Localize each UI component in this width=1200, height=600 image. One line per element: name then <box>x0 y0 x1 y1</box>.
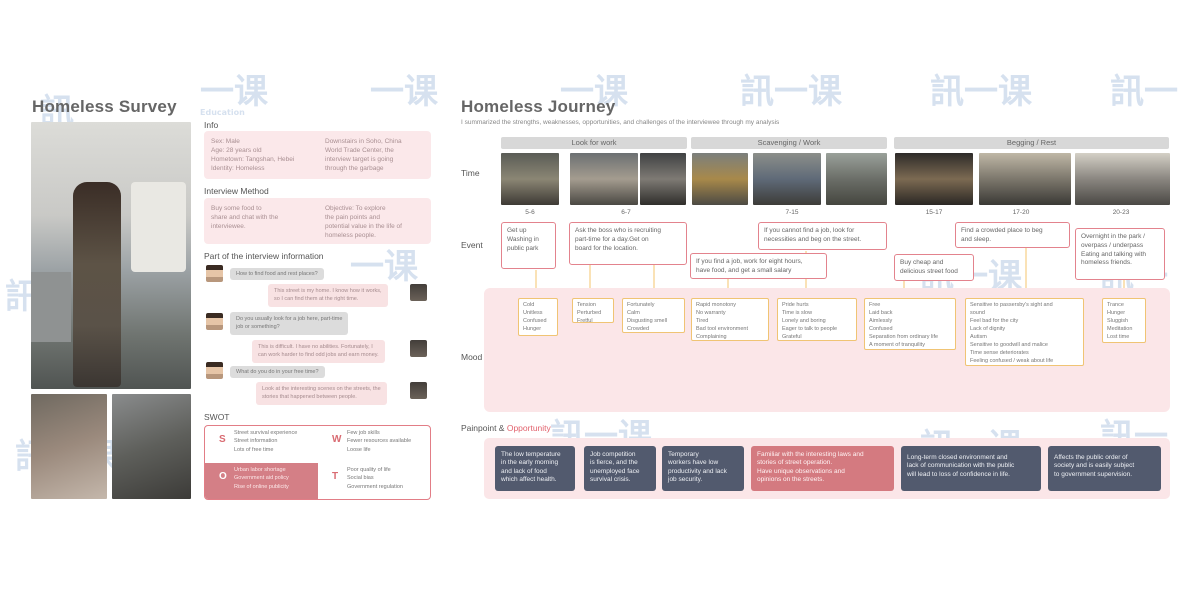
time-photo <box>692 153 748 205</box>
time-photo <box>895 153 973 205</box>
street-sleeping-photo <box>31 394 107 499</box>
journey-subtitle: I summarized the strengths, weaknesses, … <box>461 119 780 126</box>
time-photo <box>501 153 559 205</box>
painpoint-label: Painpoint & <box>461 423 507 433</box>
row-label-time: Time <box>461 168 480 178</box>
interviewer-avatar <box>206 265 223 282</box>
event-card: If you find a job, work for eight hours,… <box>690 253 827 279</box>
swot-label: SWOT <box>204 412 230 422</box>
time-photo <box>979 153 1071 205</box>
time-label: 15-17 <box>925 209 943 216</box>
answer-bubble: Look at the interesting scenes on the st… <box>256 382 387 405</box>
time-photo <box>570 153 638 205</box>
interviewee-avatar <box>410 284 427 301</box>
opportunity-label: Opportunity <box>506 423 551 433</box>
time-label: 17-20 <box>1012 209 1030 216</box>
stage-begging-rest: Begging / Rest <box>894 137 1169 149</box>
time-photo <box>826 153 887 205</box>
time-photo <box>753 153 821 205</box>
question-bubble: Do you usually look for a job here, part… <box>230 312 349 335</box>
question-bubble: How to find food and rest places? <box>230 268 324 280</box>
time-label: 6-7 <box>621 209 631 216</box>
interviewer-avatar <box>206 362 223 379</box>
time-photo <box>640 153 686 205</box>
answer-bubble: This street is my home. I know how it wo… <box>268 284 388 307</box>
interviewee-avatar <box>410 382 427 399</box>
scavenging-photo <box>112 394 191 499</box>
time-label: 20-23 <box>1112 209 1130 216</box>
row-label-mood: Mood <box>461 352 483 362</box>
interviewee-avatar <box>410 340 427 357</box>
time-photo <box>1075 153 1170 205</box>
stage-scavenging-work: Scavenging / Work <box>691 137 887 149</box>
homeless-man-photo <box>31 122 191 389</box>
time-label: 5-6 <box>525 209 535 216</box>
method-label: Interview Method <box>204 186 269 196</box>
time-label: 7-15 <box>785 209 799 216</box>
survey-title: Homeless Survey <box>32 97 177 116</box>
interview-label: Part of the interview information <box>204 251 324 261</box>
interviewer-avatar <box>206 313 223 330</box>
info-label: Info <box>204 120 219 130</box>
answer-bubble: This is difficult. I have no abilities. … <box>252 340 385 363</box>
stage-look-for-work: Look for work <box>501 137 687 149</box>
event-card: Overnight in the park /overpass / underp… <box>1075 228 1165 280</box>
journey-title: Homeless Journey <box>461 97 616 116</box>
row-label-event: Event <box>461 240 483 250</box>
painpoint-heading: Painpoint & Opportunity <box>461 423 551 433</box>
question-bubble: What do you do in your free time? <box>230 366 325 378</box>
